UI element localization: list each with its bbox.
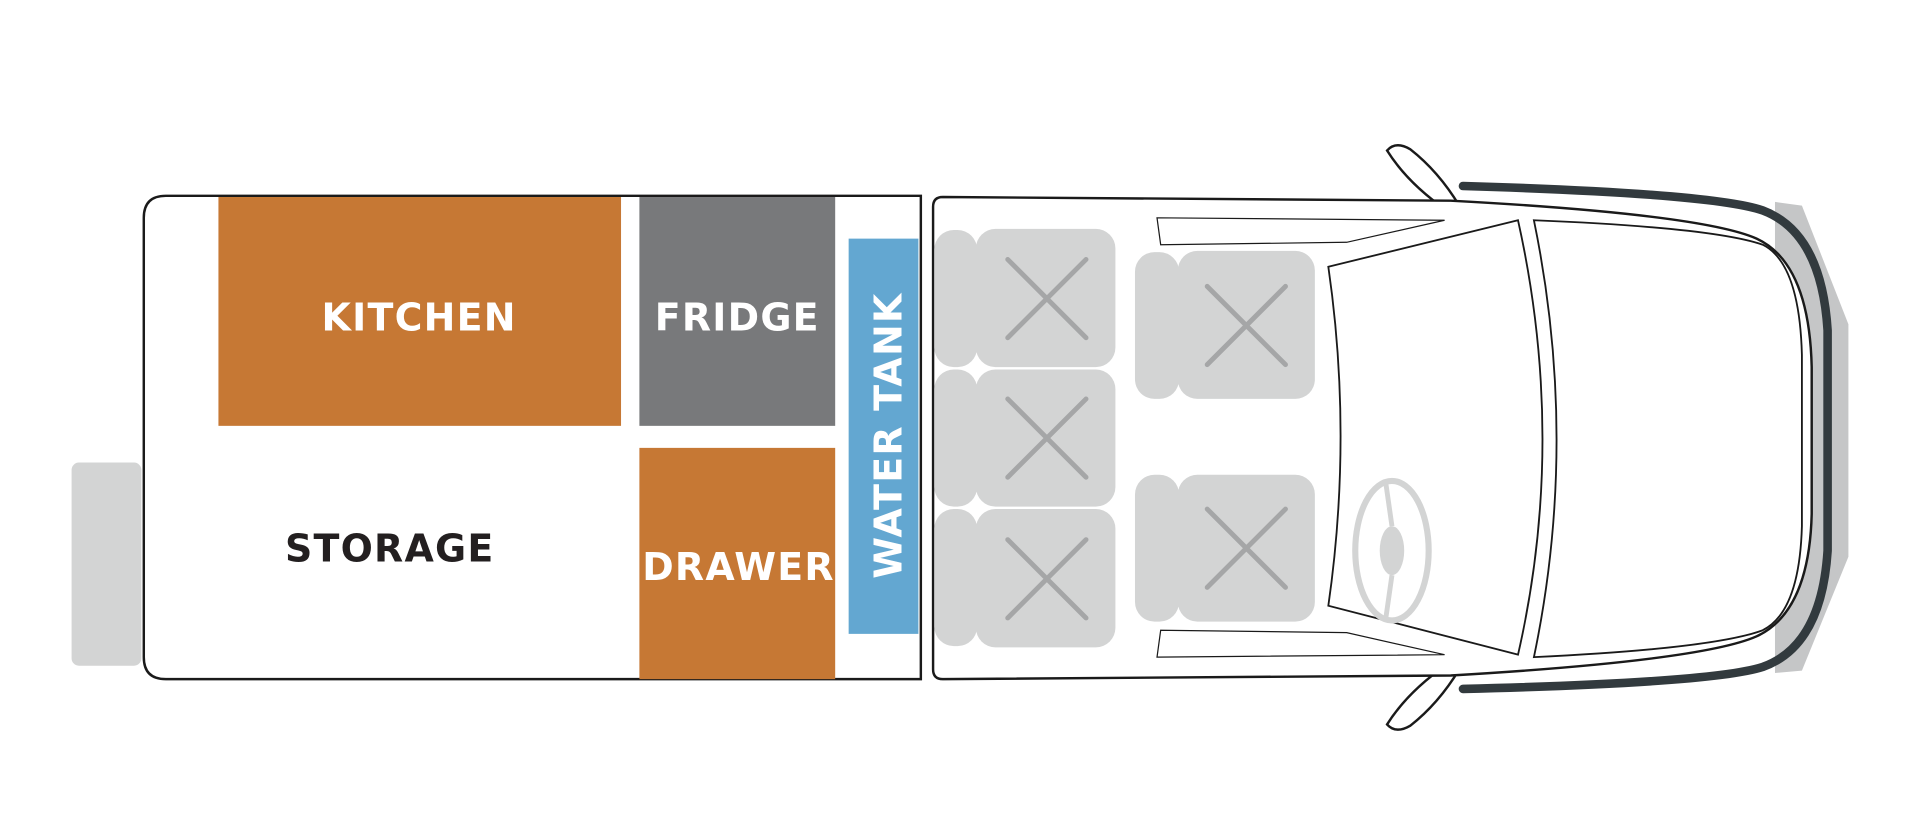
- door-panel-bottom: [1156, 629, 1445, 658]
- armrest: [934, 509, 978, 647]
- roof-outline: [1532, 219, 1803, 659]
- rear-step: [71, 462, 142, 666]
- seat-cross-icons: [1005, 256, 1288, 621]
- water-tank-label: WATER TANK: [866, 292, 910, 579]
- armrest: [1134, 252, 1180, 399]
- kitchen-zone: [218, 197, 622, 426]
- fridge-label: FRIDGE: [655, 295, 820, 339]
- storage-label: STORAGE: [285, 527, 495, 571]
- door-panel-top: [1156, 217, 1445, 246]
- drawer-label: DRAWER: [642, 545, 835, 589]
- drawer-zone: [639, 447, 836, 680]
- steering-wheel-icon: [1352, 477, 1432, 624]
- water-tank-zone: [848, 238, 919, 634]
- armrest: [934, 230, 978, 368]
- front-bumper: [1458, 181, 1832, 694]
- kitchen-label: KITCHEN: [322, 295, 517, 339]
- fridge-zone: [639, 197, 836, 426]
- armrest: [1134, 474, 1180, 622]
- armrest: [934, 369, 978, 507]
